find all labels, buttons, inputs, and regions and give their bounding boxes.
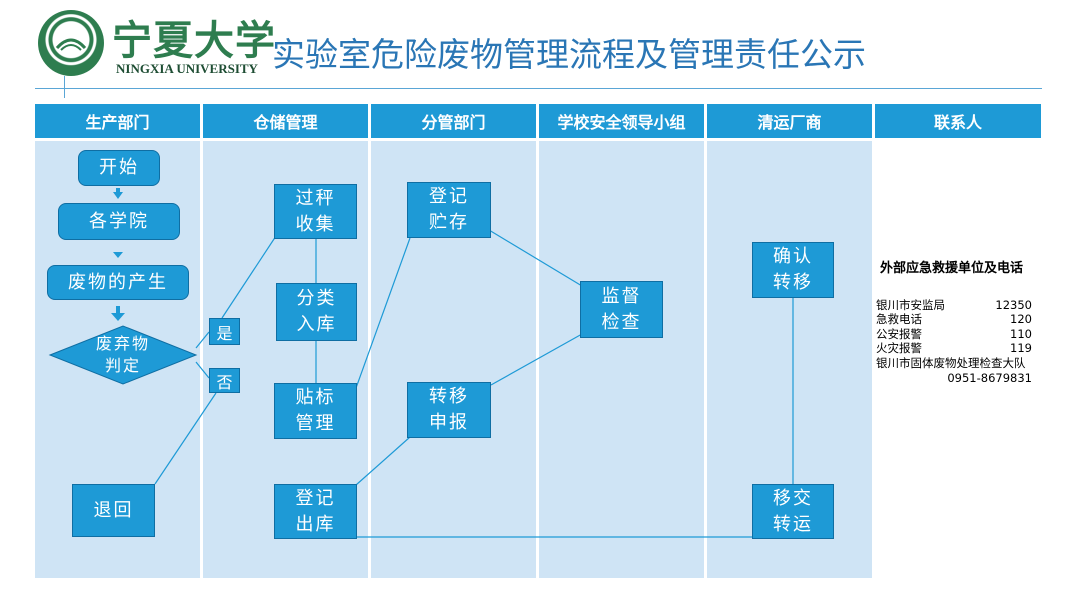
contact-row: 急救电话 120	[876, 312, 1032, 326]
node-yes[interactable]: 是	[209, 318, 240, 345]
node-transfer-report-line-1: 转移	[429, 386, 469, 407]
header-divider	[35, 88, 1042, 89]
node-register-storage-line-2: 贮存	[429, 212, 469, 233]
node-label-manage-line-2: 管理	[295, 413, 336, 434]
lane-contact	[875, 141, 1041, 578]
node-waste-generation[interactable]: 废物的产生	[47, 265, 189, 300]
node-supervise-inspect-line-2: 检查	[601, 311, 642, 333]
node-weigh-collect[interactable]: 过秤 收集	[274, 184, 357, 239]
lane-safety-group	[539, 141, 704, 578]
contact-name: 银川市固体废物处理检查大队	[876, 356, 1026, 370]
node-no[interactable]: 否	[209, 368, 240, 393]
node-label-manage-line-1: 贴标	[295, 387, 336, 408]
node-confirm-transfer-line-1: 确认	[773, 246, 813, 267]
node-waste-judgement-line-1: 废弃物	[95, 334, 150, 353]
node-waste-generation-label: 废物的产生	[68, 271, 168, 293]
contacts-title: 外部应急救援单位及电话	[880, 261, 1024, 276]
node-register-outbound-line-2: 出库	[295, 513, 336, 535]
column-header-storage: 仓储管理	[203, 104, 368, 138]
contact-phone: 0951-8679831	[947, 371, 1032, 385]
node-transfer-report-line-2: 申报	[429, 412, 469, 433]
university-logo	[38, 10, 104, 76]
node-sort-store-line-1: 分类	[296, 288, 337, 309]
column-header-contact: 联系人	[875, 104, 1041, 138]
node-weigh-collect-line-2: 收集	[295, 213, 336, 235]
university-name-cn: 宁夏大学	[112, 17, 276, 64]
node-return[interactable]: 退回	[72, 484, 155, 537]
node-supervise-inspect-line-1: 监督	[601, 285, 642, 307]
node-label-manage[interactable]: 贴标 管理	[274, 383, 357, 439]
node-supervise-inspect[interactable]: 监督 检查	[580, 281, 663, 338]
contact-row: 火灾报警 119	[876, 341, 1032, 355]
node-start[interactable]: 开始	[78, 150, 160, 186]
node-confirm-transfer[interactable]: 确认 转移	[752, 242, 834, 298]
arrow-down-icon	[113, 252, 123, 258]
contact-name: 银川市安监局	[876, 298, 945, 312]
column-header-safety-group: 学校安全领导小组	[539, 104, 704, 138]
arrow-down-icon	[111, 313, 125, 321]
node-colleges-label: 各学院	[89, 210, 149, 232]
contact-name: 公安报警	[876, 327, 922, 341]
contact-row: 公安报警 110	[876, 327, 1032, 341]
node-colleges[interactable]: 各学院	[58, 203, 180, 240]
column-header-production: 生产部门	[35, 104, 200, 138]
node-waste-judgement-label: 废弃物 判定	[83, 333, 163, 377]
page-title: 实验室危险废物管理流程及管理责任公示	[272, 35, 866, 74]
node-handover-transport-line-2: 转运	[773, 513, 813, 535]
contact-phone: 120	[1010, 312, 1032, 326]
contact-row: 银川市固体废物处理检查大队	[876, 356, 1041, 370]
node-register-storage-line-1: 登记	[429, 186, 469, 207]
column-header-transporter: 清运厂商	[707, 104, 872, 138]
contact-phone: 110	[1010, 327, 1032, 341]
node-register-outbound[interactable]: 登记 出库	[274, 484, 357, 539]
node-confirm-transfer-line-2: 转移	[773, 272, 813, 293]
contact-row: 银川市安监局 12350	[876, 298, 1032, 312]
node-transfer-report[interactable]: 转移 申报	[407, 382, 491, 438]
contact-row: 0951-8679831	[876, 371, 1032, 385]
node-return-label: 退回	[93, 499, 134, 521]
logo-emblem-icon	[55, 38, 87, 51]
node-yes-label: 是	[216, 323, 233, 343]
contact-phone: 12350	[995, 298, 1032, 312]
node-no-label: 否	[216, 372, 233, 392]
arrow-down-icon	[113, 192, 123, 199]
node-waste-judgement-diamond[interactable]	[48, 324, 198, 386]
column-header-department: 分管部门	[371, 104, 536, 138]
node-handover-transport[interactable]: 移交 转运	[752, 484, 834, 539]
node-weigh-collect-line-1: 过秤	[295, 187, 336, 209]
node-register-storage[interactable]: 登记 贮存	[407, 182, 491, 238]
contact-phone: 119	[1010, 341, 1032, 355]
contact-name: 急救电话	[876, 312, 922, 326]
node-sort-store[interactable]: 分类 入库	[276, 283, 357, 341]
contact-name: 火灾报警	[876, 341, 922, 355]
node-handover-transport-line-1: 移交	[773, 487, 813, 509]
node-sort-store-line-2: 入库	[296, 314, 337, 335]
header-divider-tick	[64, 76, 65, 98]
node-waste-judgement-line-2: 判定	[104, 356, 141, 375]
node-register-outbound-line-1: 登记	[295, 487, 336, 509]
node-start-label: 开始	[99, 157, 139, 178]
university-name-en: NINGXIA UNIVERSITY	[116, 61, 258, 76]
